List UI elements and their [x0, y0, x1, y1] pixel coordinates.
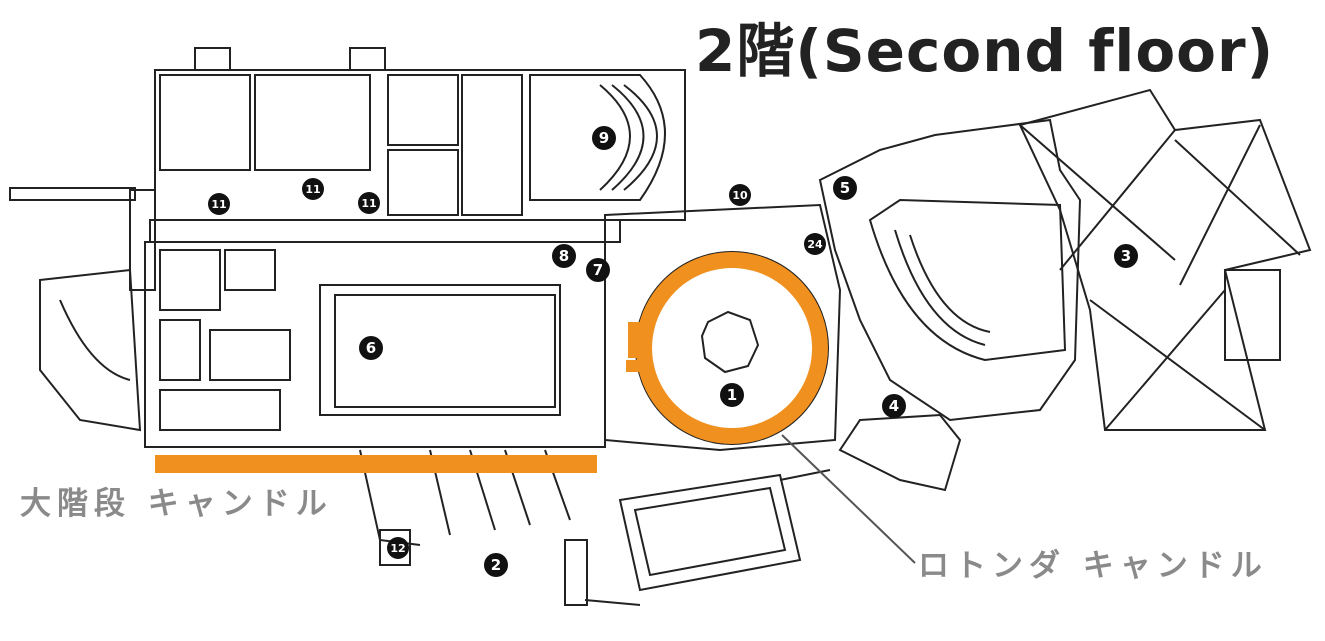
marker-12[interactable]: 12 [387, 537, 409, 559]
marker-9[interactable]: 9 [592, 126, 616, 150]
marker-5[interactable]: 5 [833, 176, 857, 200]
marker-11-b[interactable]: 11 [302, 178, 324, 200]
grand-staircase-candle-label: 大階段 キャンドル [20, 486, 333, 522]
marker-6[interactable]: 6 [359, 336, 383, 360]
page-title: 2階(Second floor) [695, 17, 1275, 85]
grand-staircase-candle-highlight [155, 455, 597, 473]
rotunda-candle-ring [635, 252, 828, 445]
marker-1[interactable]: 1 [720, 383, 744, 407]
marker-7[interactable]: 7 [586, 258, 610, 282]
marker-10[interactable]: 10 [729, 184, 751, 206]
marker-2[interactable]: 2 [484, 553, 508, 577]
marker-8[interactable]: 8 [552, 244, 576, 268]
rotunda-leader-line [781, 434, 916, 564]
marker-11-c[interactable]: 11 [358, 192, 380, 214]
marker-24[interactable]: 24 [804, 233, 826, 255]
marker-11-a[interactable]: 11 [208, 193, 230, 215]
marker-4[interactable]: 4 [882, 394, 906, 418]
marker-3[interactable]: 3 [1114, 244, 1138, 268]
rotunda-candle-label: ロトンダ キャンドル [918, 548, 1268, 584]
